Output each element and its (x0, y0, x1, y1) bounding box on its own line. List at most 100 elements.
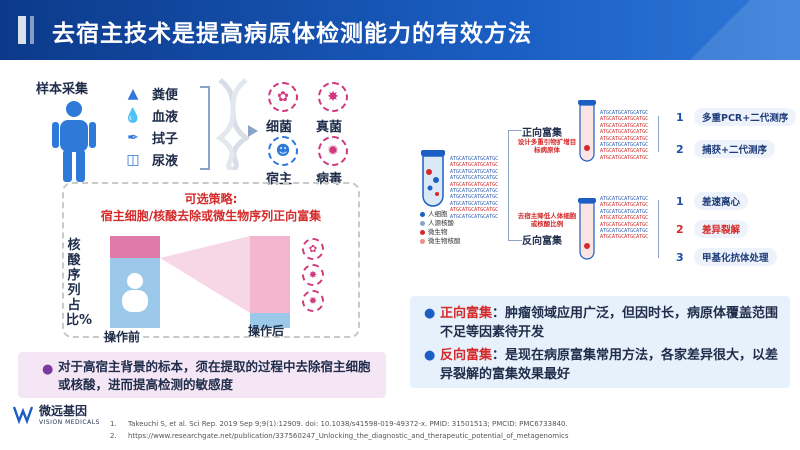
item-label: 多重PCR+二代测序 (694, 108, 797, 126)
diagram-legend: 人细胞 人源核酸 微生物 微生物核酸 (420, 210, 461, 246)
item-number: 2 (676, 142, 684, 156)
label-before: 操作前 (104, 330, 141, 344)
branch-line (508, 130, 522, 131)
connector-line (658, 200, 659, 258)
sample-item-stool: ▲ 粪便 (122, 84, 179, 104)
sample-tube-icon (421, 150, 445, 207)
branch-line (508, 130, 509, 240)
bacteria-icon: ✿ (268, 82, 298, 112)
note-head: 反向富集 (440, 348, 493, 363)
left-note: ● 对于高宿主背景的标本，须在提取的过程中去除宿主细胞或核酸，进而提高检测的敏感… (18, 352, 386, 398)
label-after: 操作后 (248, 324, 285, 338)
sample-item-label: 尿液 (152, 154, 179, 169)
sample-item-label: 血液 (152, 110, 179, 125)
bar-after (250, 236, 290, 328)
right-note-item-2: ● 反向富集：是现在病原富集常用方法，各家差异很大，以差异裂解的富集效果最好 (424, 346, 780, 384)
sample-item-blood: 💧 血液 (122, 106, 179, 126)
transition-band (160, 236, 250, 328)
positive-enrichment-label: 正向富集 (522, 128, 562, 139)
stool-icon: ▲ (127, 85, 139, 102)
item-number: 1 (676, 194, 684, 208)
label-fungi: 真菌 (316, 120, 343, 135)
human-nucleic-dot (420, 220, 425, 226)
right-note: ● 正向富集：肿瘤领域应用广泛，但因时长，病原体覆盖范围不足等因素待开发 ● 反… (410, 296, 790, 388)
positive-item-1: 1 多重PCR+二代测序 (676, 108, 797, 126)
seq-line: ATGCATGCATGCATGC (450, 207, 499, 214)
seq-line: ATGCATGCATGCATGC (600, 135, 649, 142)
virus-icon: ✹ (318, 136, 348, 166)
swab-icon: ✒ (127, 129, 139, 146)
seq-line: ATGCATGCATGCATGC (450, 175, 499, 182)
left-note-text: 对于高宿主背景的标本，须在提取的过程中去除宿主细胞或核酸，进而提高检测的敏感度 (58, 359, 371, 392)
references: 1.Takeuchi S, et al. Sci Rep. 2019 Sep 9… (110, 418, 569, 442)
item-number: 1 (676, 110, 684, 124)
seq-line: ATGCATGCATGCATGC (450, 168, 499, 175)
seq-line: ATGCATGCATGCATGC (600, 122, 649, 129)
bacteria-small-icon: ✿ (302, 238, 324, 260)
negative-item-1: 1 差速离心 (676, 192, 749, 210)
sample-bracket (200, 86, 210, 170)
right-note-item-1: ● 正向富集：肿瘤领域应用广泛，但因时长，病原体覆盖范围不足等因素待开发 (424, 304, 780, 342)
seq-line: ATGCATGCATGCATGC (450, 162, 499, 169)
seq-line: ATGCATGCATGCATGC (600, 148, 649, 155)
item-number: 3 (676, 250, 684, 264)
logo-name: 微远基因 (39, 404, 88, 418)
connector-line (658, 116, 659, 152)
seq-line: ATGCATGCATGCATGC (600, 208, 649, 215)
reference-item: 2. https://www.researchgate.net/publicati… (110, 430, 569, 442)
seq-line: ATGCATGCATGCATGC (600, 116, 649, 123)
legend-label: 微生物核酸 (428, 237, 461, 245)
page-title: 去宿主技术是提高病原体检测能力的有效方法 (52, 21, 532, 47)
positive-tube-icon (578, 100, 596, 162)
negative-tube-icon (578, 198, 596, 260)
seq-line: ATGCATGCATGCATGC (600, 142, 649, 149)
note-head: 正向富集 (440, 306, 493, 321)
seq-line: ATGCATGCATGCATGC (450, 200, 499, 207)
seq-line: ATGCATGCATGCATGC (600, 234, 649, 241)
positive-sequences: ATGCATGCATGCATGC ATGCATGCATGCATGC ATGCAT… (600, 110, 648, 161)
ref-text: https://www.researchgate.net/publication… (128, 432, 569, 440)
seq-line: ATGCATGCATGCATGC (600, 129, 649, 136)
virus-small-icon: ✹ (302, 290, 324, 312)
fungi-icon: ✸ (318, 82, 348, 112)
sample-item-urine: ◫ 尿液 (122, 150, 179, 170)
fungi-small-icon: ✸ (302, 264, 324, 286)
human-cell-dot (420, 211, 425, 217)
urine-cup-icon: ◫ (126, 151, 140, 168)
legend-label: 人源核酸 (428, 219, 454, 227)
seq-line: ATGCATGCATGCATGC (600, 110, 649, 116)
header-decoration (640, 0, 800, 60)
ref-number: 1. (110, 420, 117, 428)
item-label: 捕获+二代测序 (694, 140, 775, 158)
strategy-subtitle: 宿主细胞/核酸去除或微生物序列正向富集 (100, 209, 322, 223)
strategy-y-label: 核酸序列占比% (66, 238, 93, 328)
negative-enrichment-note: 去宿主降低人体细胞或核酸比例 (517, 212, 577, 228)
item-label: 甲基化抗体处理 (694, 248, 777, 266)
bullet-icon: ● (424, 306, 436, 321)
bullet-icon: ● (42, 362, 54, 377)
microbe-dot (420, 229, 425, 235)
person-icon (52, 101, 96, 182)
label-bacteria: 细菌 (266, 120, 293, 135)
header-stripe-thin (30, 16, 34, 44)
seq-line: ATGCATGCATGCATGC (600, 196, 649, 202)
reference-item: 1.Takeuchi S, et al. Sci Rep. 2019 Sep 9… (110, 418, 569, 430)
note-body: ：是现在病原富集常用方法，各家差异很大，以差异裂解的富集效果最好 (440, 348, 779, 382)
host-icon: ☻ (268, 136, 298, 166)
arrow-to-organisms (248, 125, 258, 137)
sample-item-label: 粪便 (152, 88, 179, 103)
strategy-box (62, 182, 360, 338)
sampling-title: 样本采集 (36, 82, 89, 97)
seq-line: ATGCATGCATGCATGC (600, 215, 649, 222)
blood-drop-icon: 💧 (124, 107, 142, 124)
header-bar: 去宿主技术是提高病原体检测能力的有效方法 (0, 0, 800, 60)
bar-before-pathogen (110, 236, 160, 258)
header-stripe (18, 16, 26, 44)
ref-number: 2. (110, 432, 117, 440)
bar-after-host (250, 313, 290, 328)
company-logo: 微远基因 VISION MEDICALS (12, 402, 100, 426)
branch-line (508, 240, 522, 241)
microbe-nucleic-dot (420, 238, 425, 244)
negative-sequences: ATGCATGCATGCATGC ATGCATGCATGCATGC ATGCAT… (600, 196, 648, 241)
seq-line: ATGCATGCATGCATGC (600, 221, 649, 228)
